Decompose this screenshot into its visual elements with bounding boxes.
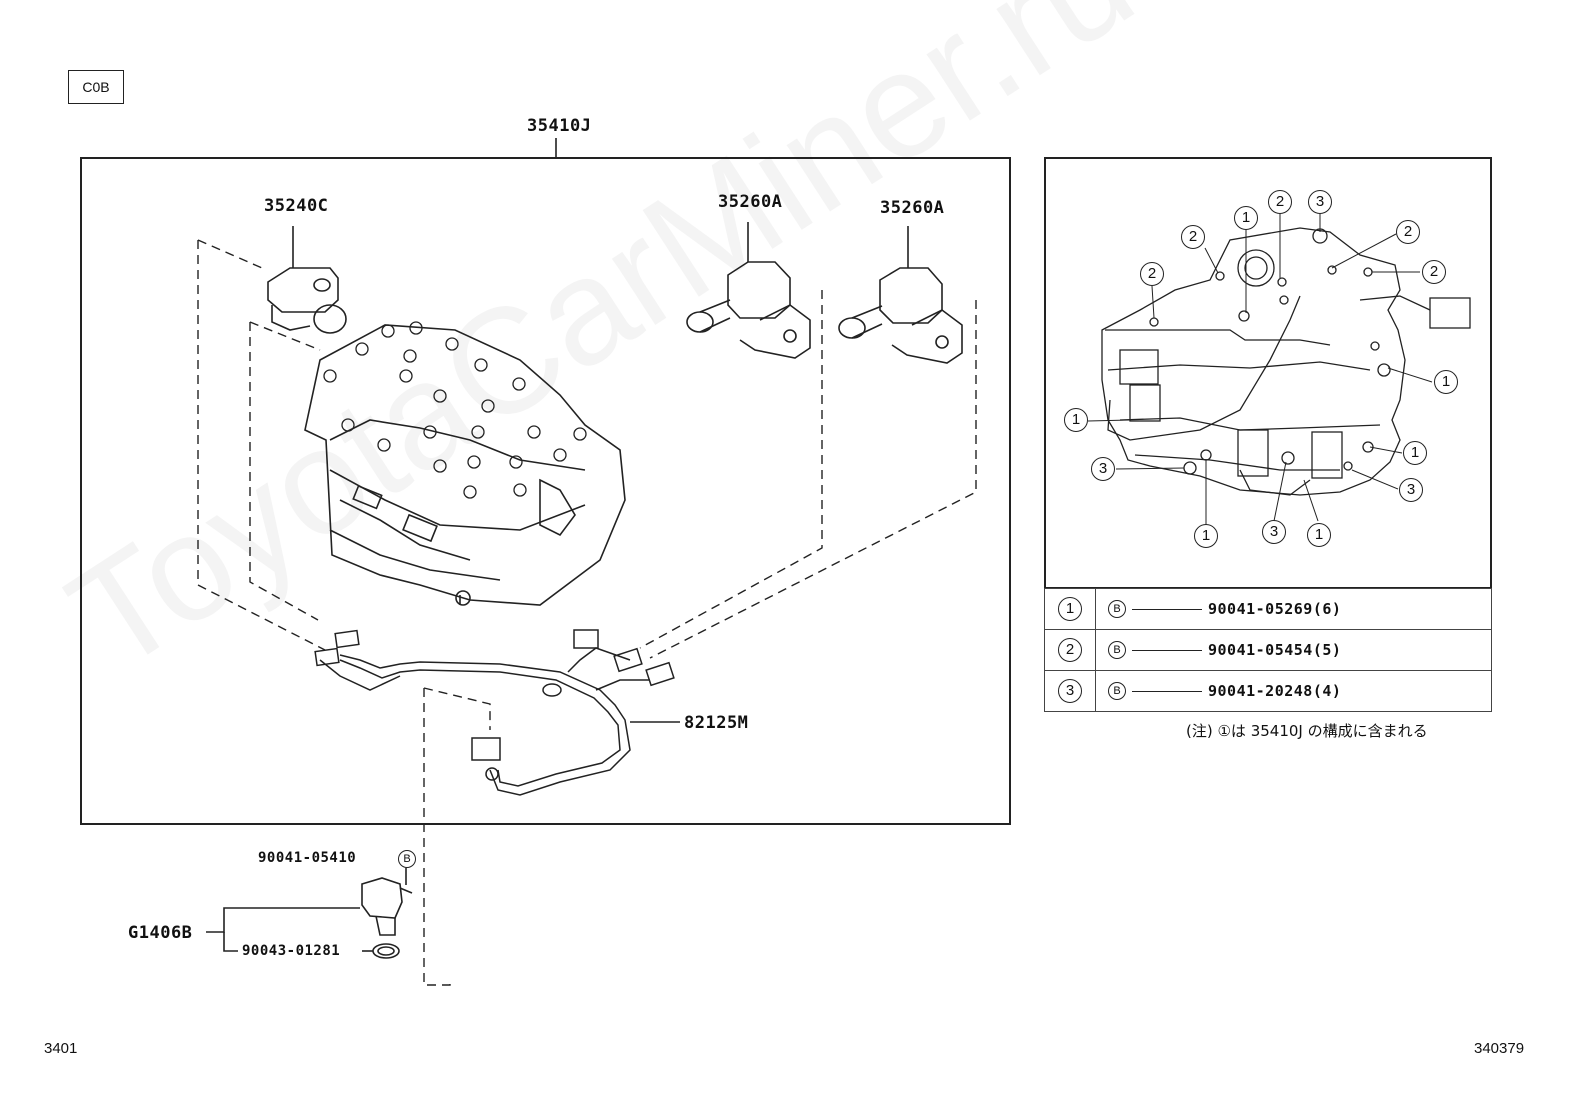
detail-callout: 2 — [1140, 262, 1164, 286]
detail-callout: 3 — [1308, 190, 1332, 214]
part-label-35260a-1[interactable]: 35260A — [718, 192, 783, 212]
assembly-label[interactable]: 35410J — [527, 116, 592, 136]
legend-number-icon: 1 — [1058, 597, 1082, 621]
detail-callout: 2 — [1396, 220, 1420, 244]
legend-badge-icon: B — [1108, 641, 1126, 659]
solenoid-35260a-1-drawing — [686, 222, 811, 359]
legend-row: 3 B 90041-20248(4) — [1044, 670, 1492, 712]
part-label-bolt[interactable]: 90041-05410 — [258, 850, 357, 866]
detail-callout: 2 — [1181, 225, 1205, 249]
fastener-legend-table: 1 B 90041-05269(6) 2 B 90041-05454(5) 3 B 9… — [1044, 588, 1492, 712]
legend-note: (注) ①は 35410J の構成に含まれる — [1186, 722, 1428, 740]
detail-callout: 1 — [1194, 524, 1218, 548]
detail-callout: 3 — [1091, 457, 1115, 481]
legend-number-icon: 3 — [1058, 679, 1082, 703]
detail-callout: 2 — [1268, 190, 1292, 214]
solenoid-35240c-drawing — [267, 226, 347, 334]
page-number-right: 340379 — [1474, 1040, 1525, 1057]
detail-callout: 3 — [1262, 520, 1286, 544]
detail-callout: 1 — [1434, 370, 1458, 394]
part-label-o-ring[interactable]: 90043-01281 — [242, 943, 341, 959]
part-label-35260a-2[interactable]: 35260A — [880, 198, 945, 218]
legend-row: 1 B 90041-05269(6) — [1044, 588, 1492, 630]
detail-callout: 1 — [1403, 441, 1427, 465]
sensor-drawing — [206, 868, 413, 959]
valve-body-bolts — [323, 321, 587, 499]
bolt-badge-icon: B — [398, 850, 416, 868]
legend-badge-icon: B — [1108, 600, 1126, 618]
detail-valve-body-drawing — [1101, 227, 1471, 496]
detail-callout: 1 — [1234, 206, 1258, 230]
solenoid-35260a-2-drawing — [838, 226, 963, 364]
detail-callout: 1 — [1307, 523, 1331, 547]
page-number-left: 3401 — [44, 1040, 78, 1057]
detail-callout: 3 — [1399, 478, 1423, 502]
legend-badge-icon: B — [1108, 682, 1126, 700]
detail-callout: 1 — [1064, 408, 1088, 432]
part-label-35240c[interactable]: 35240C — [264, 196, 329, 216]
section-tag: C0B — [68, 70, 124, 104]
legend-part-number[interactable]: 90041-20248(4) — [1208, 682, 1342, 700]
part-label-82125m[interactable]: 82125M — [684, 713, 749, 733]
legend-row: 2 B 90041-05454(5) — [1044, 629, 1492, 671]
detail-callout: 2 — [1422, 260, 1446, 284]
wire-harness-drawing — [314, 629, 680, 796]
assembly-frame — [80, 157, 1011, 825]
part-label-g1406b[interactable]: G1406B — [128, 923, 193, 943]
legend-part-number[interactable]: 90041-05269(6) — [1208, 600, 1342, 618]
legend-number-icon: 2 — [1058, 638, 1082, 662]
detail-leaders — [1087, 214, 1433, 525]
valve-body-drawing — [304, 324, 626, 606]
legend-part-number[interactable]: 90041-05454(5) — [1208, 641, 1342, 659]
